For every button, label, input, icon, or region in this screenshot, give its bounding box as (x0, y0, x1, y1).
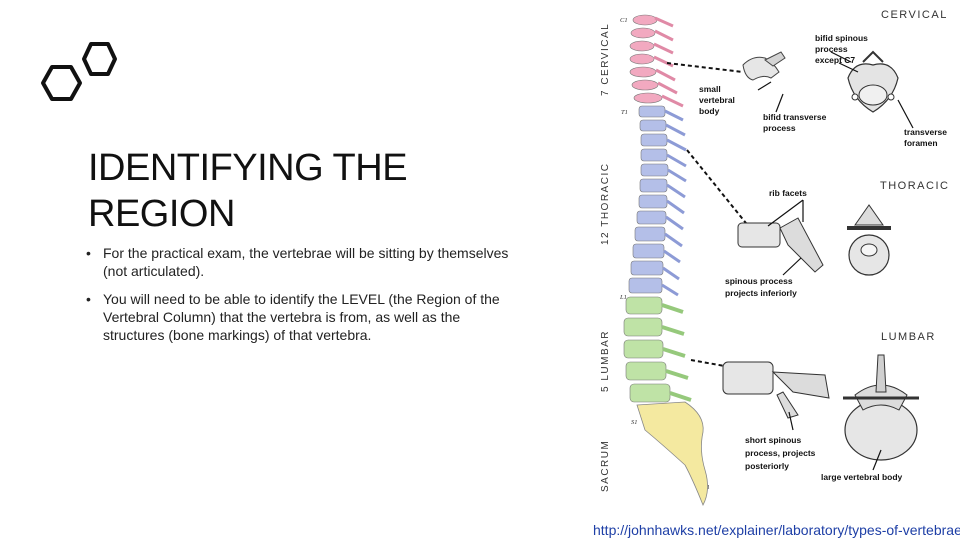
thoracic-vertebra-lateral (737, 217, 824, 273)
label-body: body (699, 106, 720, 116)
bullet-item: For the practical exam, the vertebrae wi… (86, 244, 516, 280)
vertebral-column-diagram: 7 CERVICAL 12 THORACIC 5 LUMBAR SACRUM C… (600, 9, 949, 506)
heading-cervical: CERVICAL (881, 9, 948, 21)
hexagon-decoration-icon (41, 42, 117, 101)
label-spinous-process: spinous process (725, 276, 793, 286)
label-projects-inferiorly: projects inferiorly (725, 288, 797, 298)
source-link[interactable]: http://johnhawks.net/explainer/laborator… (593, 522, 960, 538)
cervical-vertebra-superior (847, 50, 899, 113)
label-vertebral: vertebral (699, 95, 735, 105)
slide-title: IDENTIFYING THE REGION (88, 145, 508, 237)
label-foramen: foramen (904, 138, 938, 148)
label-except-c7: except C7 (815, 55, 855, 65)
label-posteriorly: posteriorly (745, 461, 789, 471)
heading-lumbar: LUMBAR (881, 331, 936, 343)
lumbar-vertebra-superior (843, 354, 919, 461)
level-t1: T1 (621, 109, 628, 116)
label-transverse: transverse (904, 127, 947, 137)
slide-title-line-2: REGION (88, 193, 235, 235)
label-process-projects: process, projects (745, 448, 816, 458)
vertebral-column-figure: 7 CERVICAL 12 THORACIC 5 LUMBAR SACRUM C… (593, 0, 960, 518)
side-label-sacrum: SACRUM (600, 440, 611, 492)
sacrum (636, 401, 708, 506)
label-bifid-spinous: bifid spinous (815, 33, 868, 43)
heading-thoracic: THORACIC (880, 180, 949, 192)
label-short-spinous: short spinous (745, 435, 801, 445)
bullet-item: You will need to be able to identify the… (86, 290, 516, 344)
thoracic-vertebra-superior (847, 204, 891, 276)
label-bifid-spinous-2: process (815, 44, 848, 54)
level-c1: C1 (620, 17, 628, 24)
label-rib-facets: rib facets (769, 188, 807, 198)
slide-title-line-1: IDENTIFYING THE (88, 147, 408, 189)
bullet-list: For the practical exam, the vertebrae wi… (86, 244, 516, 354)
side-label-cervical: 7 CERVICAL (600, 23, 611, 96)
label-small: small (699, 84, 721, 94)
cervical-vertebra-lateral (742, 51, 786, 81)
lumbar-vertebrae (623, 296, 692, 403)
cervical-vertebrae (629, 14, 684, 108)
thoracic-vertebrae (628, 105, 687, 297)
side-label-thoracic: 12 THORACIC (600, 163, 611, 245)
level-l1: L1 (619, 294, 627, 301)
level-s1: S1 (631, 419, 638, 426)
label-large-vertebral-body: large vertebral body (821, 472, 903, 482)
side-label-lumbar: 5 LUMBAR (600, 330, 611, 392)
lumbar-vertebra-lateral (722, 361, 830, 419)
label-bifid-transverse-2: process (763, 123, 796, 133)
label-bifid-transverse: bifid transverse (763, 112, 827, 122)
